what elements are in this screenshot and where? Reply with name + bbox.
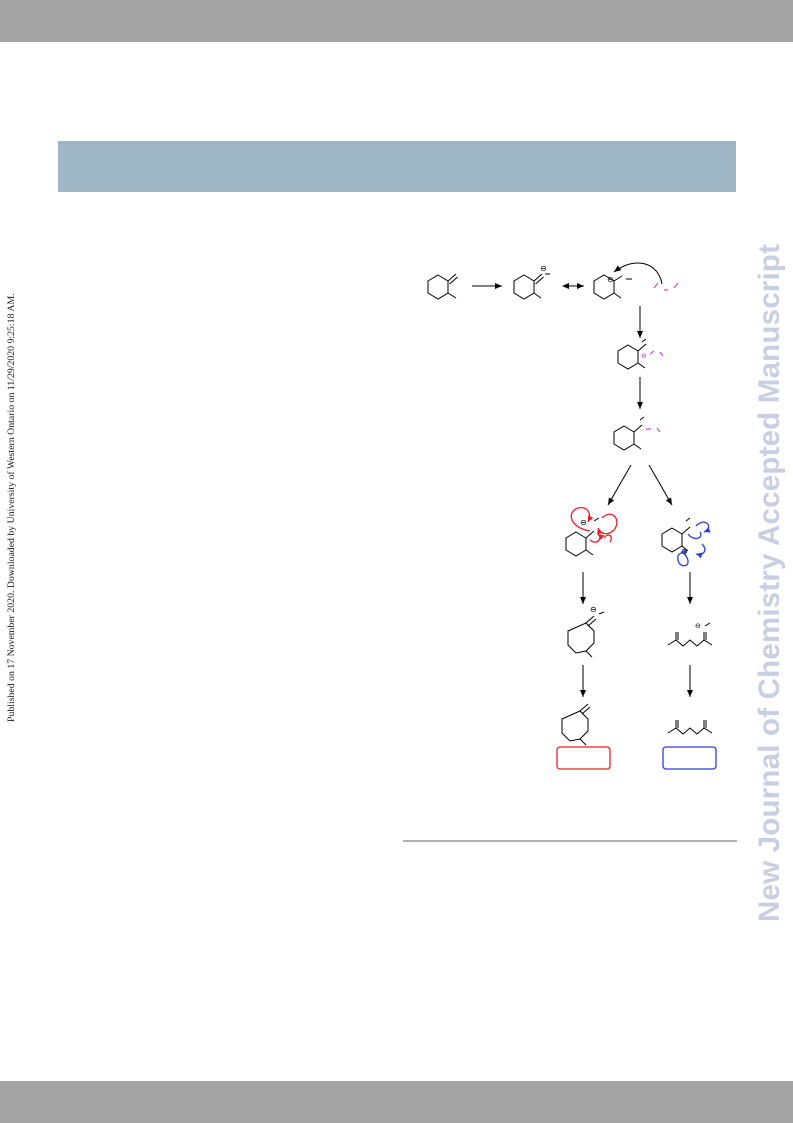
charge-symbol: ⊖ (695, 622, 701, 630)
ring-expansion-label-box (556, 746, 611, 770)
ring-opening-product (667, 720, 713, 735)
scheme-divider-rule (403, 840, 737, 842)
cycloheptyl-cation (567, 611, 605, 658)
electron-push-arrows-blue (677, 521, 711, 567)
charge-symbol: ⊖ (641, 352, 647, 360)
bottom-gray-bar (0, 1081, 793, 1123)
reagent-fragment (653, 282, 679, 291)
electron-push-arrows-red (570, 507, 618, 543)
branch-arrow-opening (648, 464, 673, 506)
expansion-intermediate (565, 517, 600, 557)
charge-symbol: ⊖ (580, 518, 587, 527)
charge-symbol: ⊖ (590, 605, 597, 614)
adduct-intermediate (617, 338, 647, 370)
charge-symbol: ⊖ (607, 275, 614, 284)
radical-cation-1 (513, 273, 550, 300)
starting-alkene (427, 273, 458, 300)
charge-symbol: ⊖ (540, 264, 547, 273)
attack-curved-arrow (613, 262, 663, 285)
article-header-band (58, 141, 736, 192)
ring-expansion-product (561, 703, 591, 746)
radical-intermediate (613, 416, 645, 451)
reagent-fragment (649, 350, 664, 357)
reagent-fragment (646, 427, 661, 433)
top-gray-bar (0, 0, 793, 42)
opening-intermediate (661, 517, 691, 553)
acyclic-diene-cation (667, 622, 713, 647)
ring-opening-label-box (662, 746, 717, 770)
branch-arrow-expansion (607, 464, 632, 506)
radical-cation-2 (593, 274, 632, 300)
